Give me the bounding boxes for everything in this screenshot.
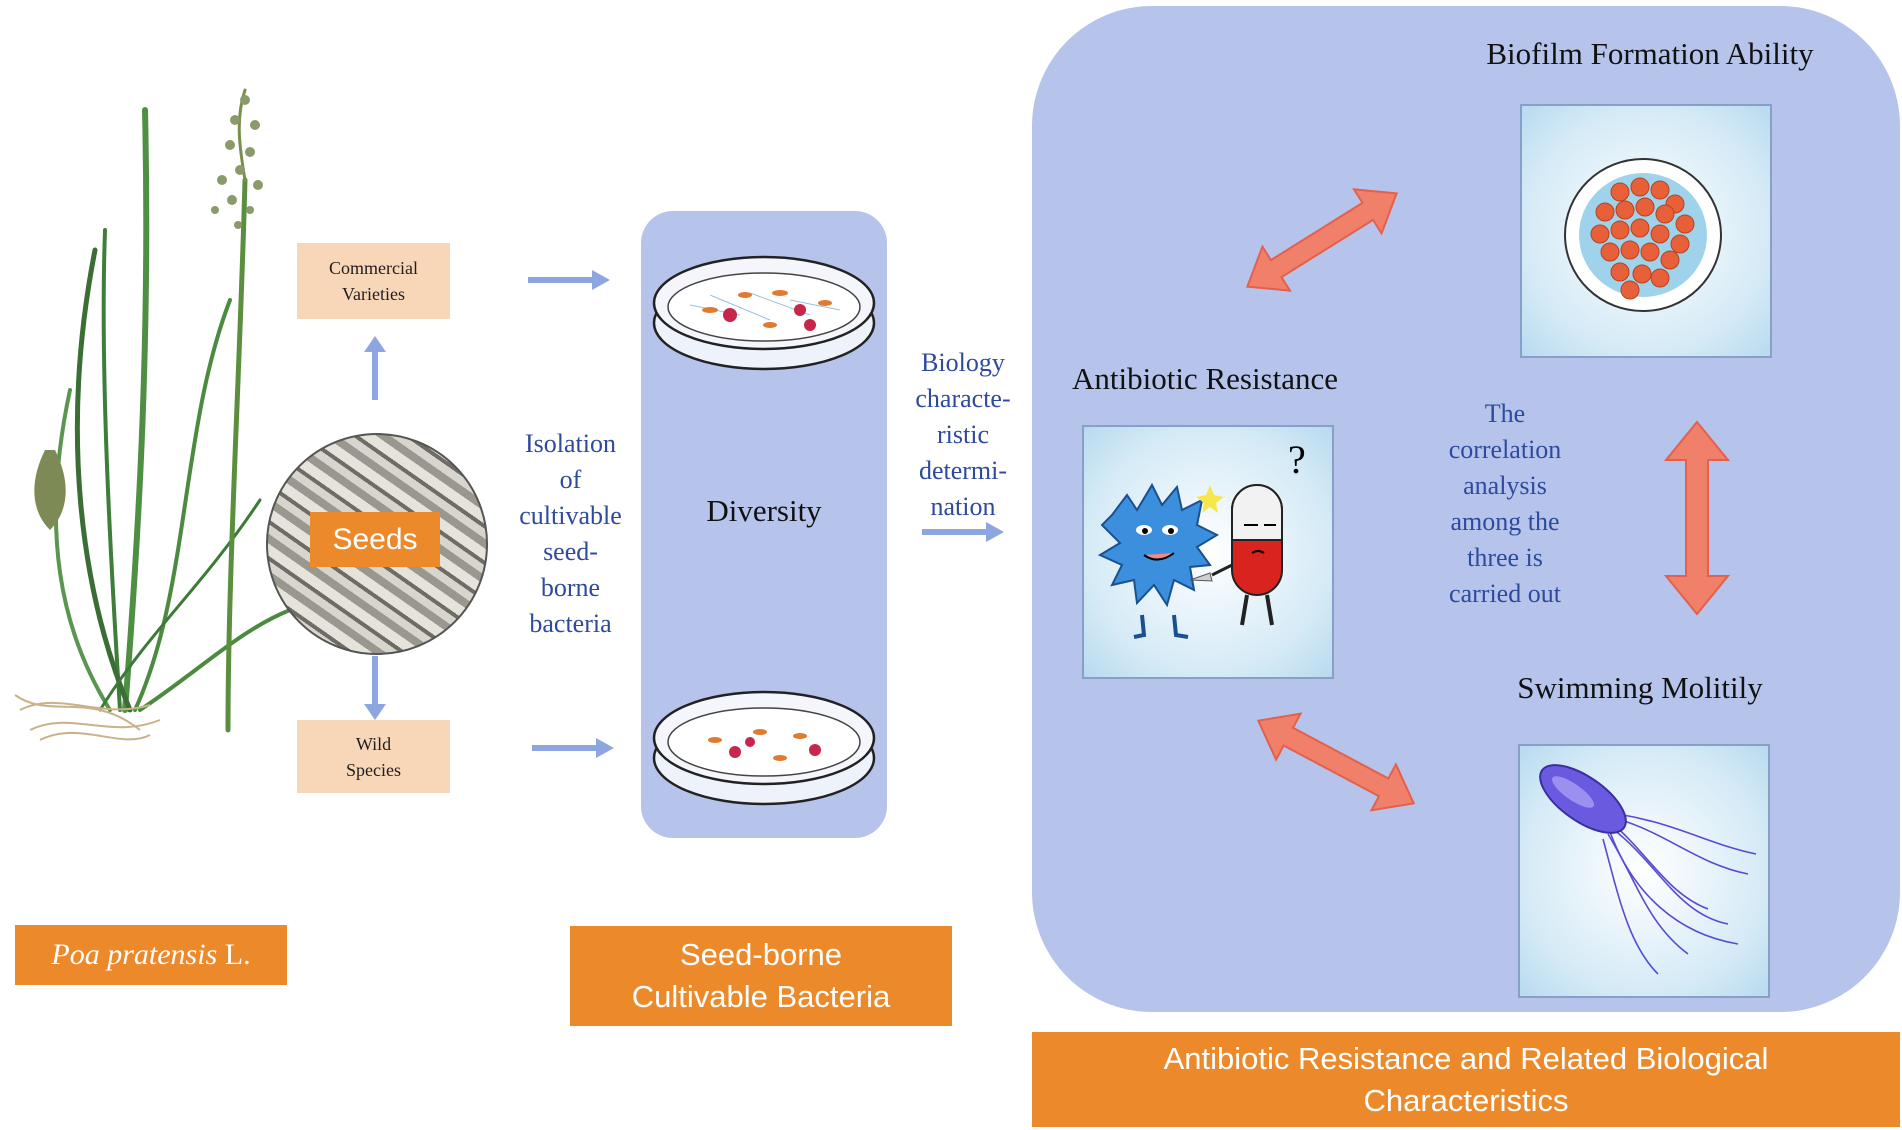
correlation-line-5: three is [1467,543,1543,572]
isolation-line-3: cultivable [519,501,622,530]
biofilm-title-text: Biofilm Formation Ability [1486,36,1814,71]
isolation-text: Isolation of cultivable seed- borne bact… [498,426,643,642]
arrow-right-wild [532,738,614,758]
grass-plant-illustration [14,88,292,741]
petri-dish-icon [652,255,876,371]
biology-line-1: Biology [921,348,1005,377]
double-arrow-antibiotic-swimming [1256,712,1416,812]
seeds-label-text: Seeds [332,522,418,556]
commercial-line-2: Varieties [342,284,405,304]
question-mark: ? [1288,436,1306,483]
wild-line-1: Wild [355,733,392,754]
species-italic: Poa pratensis [51,938,218,971]
isolation-line-2: of [559,465,582,494]
wild-species-box: Wild Species [297,720,450,793]
swimming-title-text: Swimming Molitily [1517,670,1763,705]
double-arrow-biofilm-swimming [1664,420,1730,616]
antibiotic-title-text: Antibiotic Resistance [1071,361,1339,396]
petri-dish-icon-2 [652,690,876,806]
seeds-label: Seeds [310,512,440,567]
characteristics-footer-label: Antibiotic Resistance and Related Biolog… [1032,1032,1900,1127]
isolation-line-6: bacteria [529,609,612,638]
correlation-line-3: analysis [1463,471,1547,500]
isolation-line-1: Isolation [525,429,616,458]
flagellated-bacterium-icon [1539,764,1757,975]
biofilm-title: Biofilm Formation Ability [1430,36,1870,72]
correlation-line-6: carried out [1449,579,1561,608]
species-suffix: L. [217,938,251,971]
characteristics-footer-line-1: Antibiotic Resistance and Related Biolog… [1163,1040,1769,1076]
culture-footer-line-1: Seed-borne [679,937,842,972]
biology-line-4: determi- [918,456,1008,485]
antibiotic-cartoon-icon [1097,482,1283,639]
swimming-title: Swimming Molitily [1450,670,1830,706]
characteristics-footer-line-2: Characteristics [1363,1082,1569,1118]
commercial-line-1: Commercial [329,258,418,278]
biofilm-colonies-icon [1564,158,1722,312]
blue-germ-character [1097,482,1220,639]
arrow-right-commercial [528,270,610,290]
panicle [211,95,263,229]
diversity-label-text: Diversity [706,493,822,528]
red-pill-character [1189,484,1283,626]
antibiotic-title: Antibiotic Resistance [1050,361,1360,397]
culture-footer-label: Seed-borne Cultivable Bacteria [570,926,952,1026]
commercial-varieties-box: Commercial Varieties [297,243,450,319]
correlation-line-4: among the [1450,507,1560,536]
biology-line-2: characte- [915,384,1011,413]
culture-footer-line-2: Cultivable Bacteria [631,979,891,1014]
arrow-up-to-commercial [364,336,386,400]
biology-text: Biology characte- ristic determi- nation [898,345,1028,525]
wild-line-2: Species [346,759,401,780]
double-arrow-antibiotic-biofilm [1245,188,1399,292]
species-label: Poa pratensis L. [15,925,287,985]
biology-line-5: nation [930,492,996,521]
diversity-label: Diversity [641,493,887,529]
arrow-down-to-wild [364,656,386,720]
correlation-text: The correlation analysis among the three… [1415,396,1595,612]
isolation-line-4: seed- [543,537,598,566]
biology-line-3: ristic [937,420,989,449]
isolation-line-5: borne [540,573,601,602]
arrow-right-biology [922,522,1004,542]
correlation-line-1: The [1484,399,1526,428]
correlation-line-2: correlation [1448,435,1562,464]
question-mark-text: ? [1288,437,1306,482]
